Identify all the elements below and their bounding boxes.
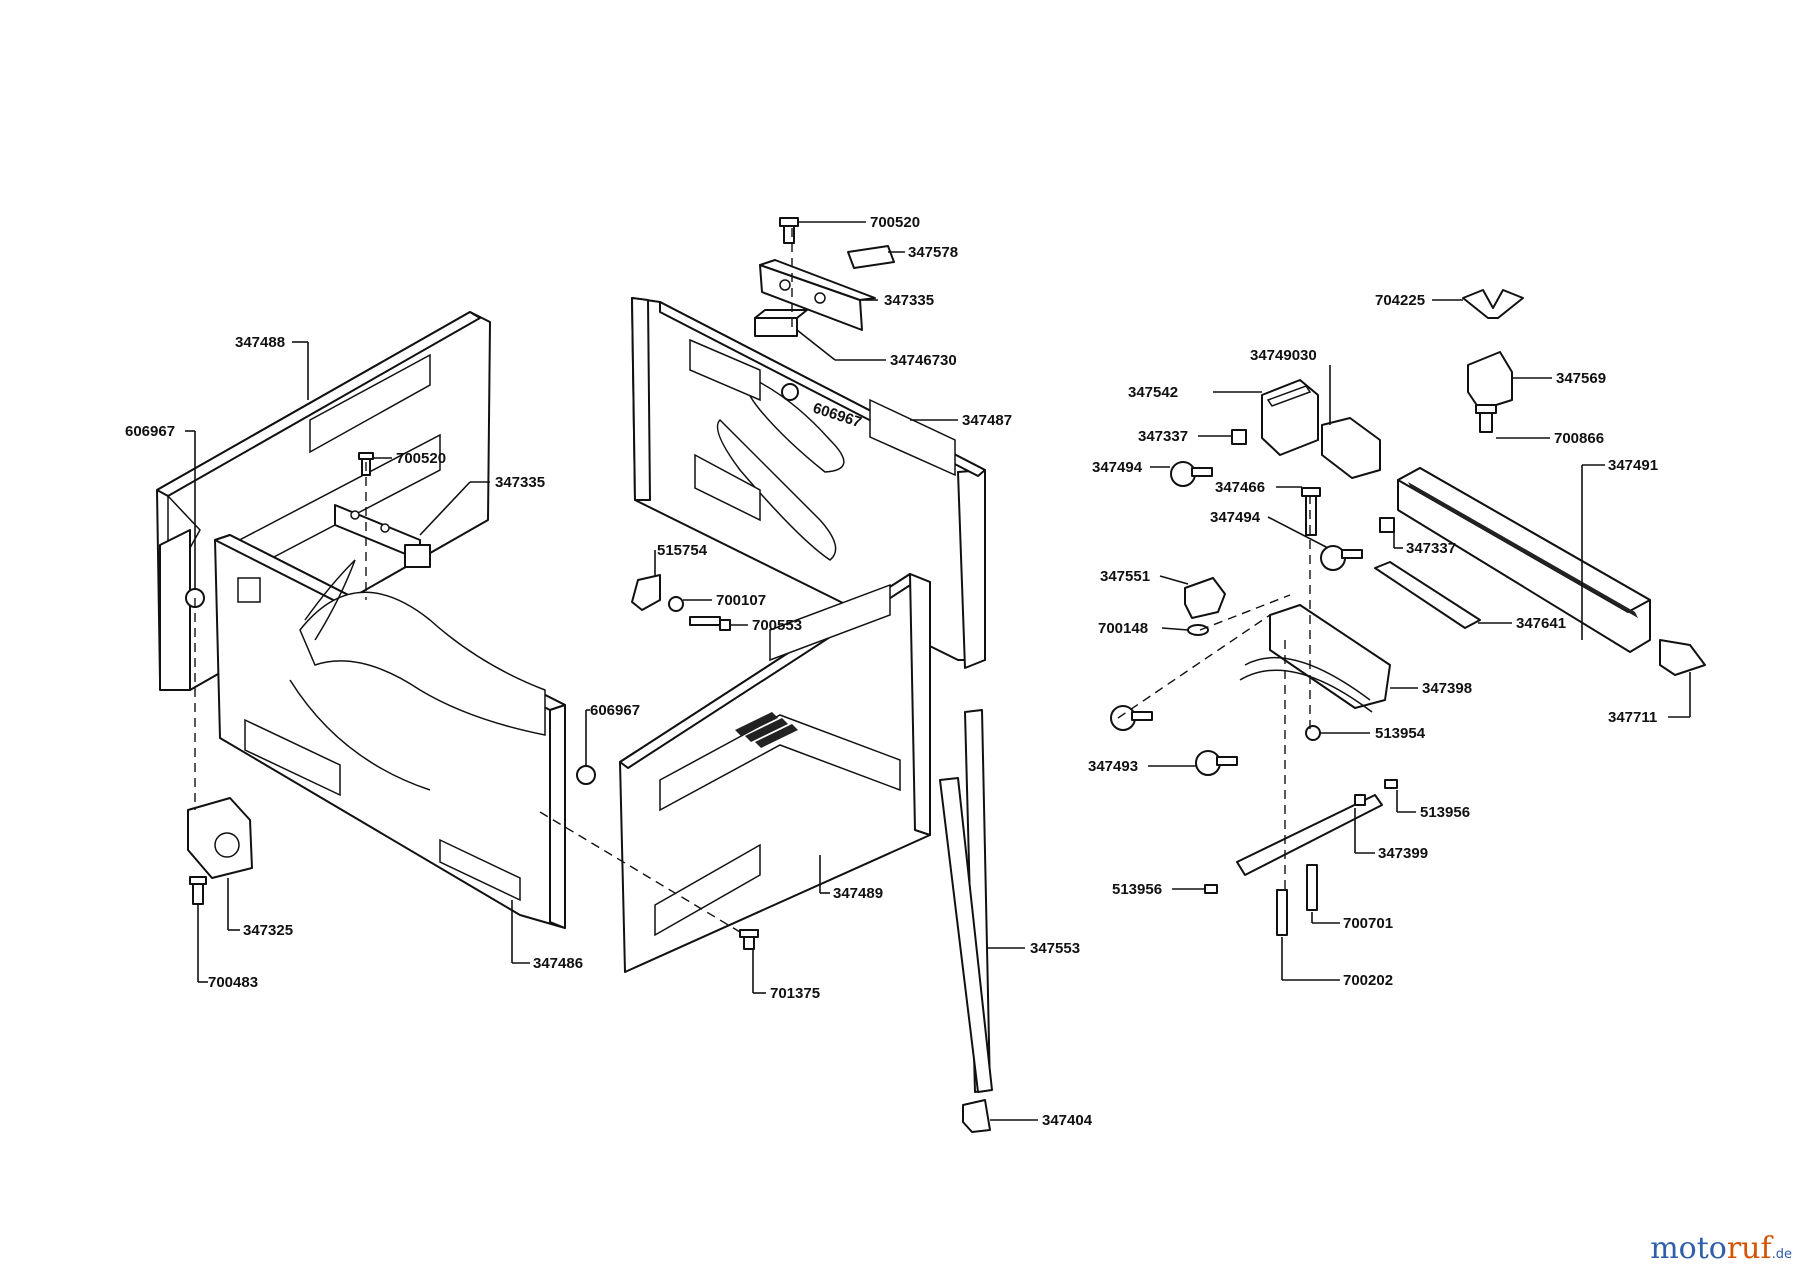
callout-700520-left: 700520 bbox=[373, 450, 446, 467]
svg-text:347398: 347398 bbox=[1422, 680, 1472, 697]
callout-347494-a: 347494 bbox=[1092, 459, 1170, 476]
svg-text:347337: 347337 bbox=[1406, 540, 1456, 557]
callout-347399: 347399 bbox=[1354, 808, 1428, 862]
svg-text:701375: 701375 bbox=[770, 985, 820, 1002]
callout-700107: 700107 bbox=[683, 592, 766, 609]
watermark-part1: moto bbox=[1650, 1231, 1727, 1266]
svg-text:606967: 606967 bbox=[125, 423, 175, 440]
callout-700866: 700866 bbox=[1496, 430, 1604, 447]
callout-347335-top: 347335 bbox=[862, 292, 934, 309]
callout-606967-left: 606967 bbox=[125, 423, 196, 588]
callout-700483: 700483 bbox=[197, 905, 258, 991]
svg-text:700483: 700483 bbox=[208, 974, 258, 991]
callout-347551: 347551 bbox=[1100, 568, 1189, 585]
callout-700701: 700701 bbox=[1311, 912, 1393, 932]
svg-text:513956: 513956 bbox=[1420, 804, 1470, 821]
svg-text:347489: 347489 bbox=[833, 885, 883, 902]
svg-text:700202: 700202 bbox=[1343, 972, 1393, 989]
callout-347491: 347491 bbox=[1581, 457, 1658, 640]
callout-347569: 347569 bbox=[1512, 370, 1606, 387]
callout-515754: 515754 bbox=[654, 542, 708, 577]
watermark-suffix: .de bbox=[1771, 1247, 1792, 1262]
svg-text:347335: 347335 bbox=[884, 292, 934, 309]
svg-text:347551: 347551 bbox=[1100, 568, 1150, 585]
callout-347578: 347578 bbox=[888, 244, 958, 261]
svg-text:347404: 347404 bbox=[1042, 1112, 1093, 1129]
svg-text:513956: 513956 bbox=[1112, 881, 1162, 898]
svg-text:347494: 347494 bbox=[1092, 459, 1143, 476]
callout-347325: 347325 bbox=[227, 878, 293, 939]
svg-text:347487: 347487 bbox=[962, 412, 1012, 429]
callout-347488: 347488 bbox=[235, 334, 309, 400]
svg-text:347641: 347641 bbox=[1516, 615, 1566, 632]
callout-513956-r: 513956 bbox=[1396, 790, 1470, 821]
callout-701375: 701375 bbox=[752, 950, 820, 1002]
callout-347542: 347542 bbox=[1128, 384, 1262, 401]
svg-text:700866: 700866 bbox=[1554, 430, 1604, 447]
svg-text:347553: 347553 bbox=[1030, 940, 1080, 957]
callout-347466: 347466 bbox=[1215, 479, 1302, 496]
small-hardware bbox=[185, 574, 759, 950]
svg-text:347488: 347488 bbox=[235, 334, 285, 351]
callout-700520-top: 700520 bbox=[798, 214, 920, 231]
callout-700553: 700553 bbox=[730, 617, 802, 634]
svg-text:513954: 513954 bbox=[1375, 725, 1426, 742]
svg-text:700520: 700520 bbox=[396, 450, 446, 467]
fence-miter-assembly bbox=[1110, 289, 1706, 936]
svg-text:347491: 347491 bbox=[1608, 457, 1658, 474]
callout-34749030: 34749030 bbox=[1250, 347, 1331, 425]
svg-text:700107: 700107 bbox=[716, 592, 766, 609]
callout-347398: 347398 bbox=[1390, 680, 1472, 697]
svg-text:347711: 347711 bbox=[1608, 709, 1657, 726]
callout-347493: 347493 bbox=[1088, 758, 1196, 775]
panel-347486 bbox=[214, 534, 566, 929]
callout-700148: 700148 bbox=[1098, 620, 1189, 637]
bracket-assembly-top bbox=[754, 217, 895, 337]
svg-text:347466: 347466 bbox=[1215, 479, 1265, 496]
panel-347487 bbox=[631, 297, 986, 669]
callout-347641: 347641 bbox=[1478, 615, 1566, 632]
callout-704225: 704225 bbox=[1375, 292, 1463, 309]
callout-513954: 513954 bbox=[1320, 725, 1426, 742]
svg-text:700553: 700553 bbox=[752, 617, 802, 634]
callout-700202: 700202 bbox=[1281, 937, 1393, 989]
leg-347553 bbox=[939, 709, 993, 1133]
callout-513956-l: 513956 bbox=[1112, 881, 1205, 898]
svg-text:347542: 347542 bbox=[1128, 384, 1178, 401]
svg-text:347486: 347486 bbox=[533, 955, 583, 972]
svg-text:700148: 700148 bbox=[1098, 620, 1148, 637]
callout-347489: 347489 bbox=[819, 855, 883, 902]
callout-34746730: 34746730 bbox=[796, 329, 957, 369]
svg-text:347569: 347569 bbox=[1556, 370, 1606, 387]
callout-347335-left: 347335 bbox=[419, 474, 545, 536]
alignment-lines bbox=[194, 228, 1311, 936]
callout-347494-b: 347494 bbox=[1210, 509, 1329, 549]
callout-347337-a: 347337 bbox=[1138, 428, 1232, 445]
svg-text:704225: 704225 bbox=[1375, 292, 1425, 309]
callout-347486: 347486 bbox=[511, 900, 583, 972]
svg-text:606967: 606967 bbox=[590, 702, 640, 719]
svg-text:515754: 515754 bbox=[657, 542, 708, 559]
callout-347487: 347487 bbox=[910, 412, 1012, 429]
callout-606967-low: 606967 bbox=[585, 702, 640, 765]
svg-text:347335: 347335 bbox=[495, 474, 545, 491]
svg-text:700701: 700701 bbox=[1343, 915, 1393, 932]
svg-text:700520: 700520 bbox=[870, 214, 920, 231]
svg-text:34749030: 34749030 bbox=[1250, 347, 1317, 364]
svg-text:34746730: 34746730 bbox=[890, 352, 957, 369]
svg-text:347337: 347337 bbox=[1138, 428, 1188, 445]
callout-347404: 347404 bbox=[990, 1112, 1093, 1129]
svg-text:347494: 347494 bbox=[1210, 509, 1261, 526]
panel-347489 bbox=[619, 573, 931, 973]
watermark-part2: ruf bbox=[1726, 1231, 1772, 1266]
callout-347553: 347553 bbox=[988, 940, 1080, 957]
svg-text:347578: 347578 bbox=[908, 244, 958, 261]
svg-text:347325: 347325 bbox=[243, 922, 293, 939]
watermark-logo: motoruf.de bbox=[1650, 1234, 1792, 1264]
svg-text:347493: 347493 bbox=[1088, 758, 1138, 775]
callout-347711: 347711 bbox=[1608, 672, 1691, 726]
callout-347337-b: 347337 bbox=[1393, 528, 1456, 557]
svg-text:347399: 347399 bbox=[1378, 845, 1428, 862]
